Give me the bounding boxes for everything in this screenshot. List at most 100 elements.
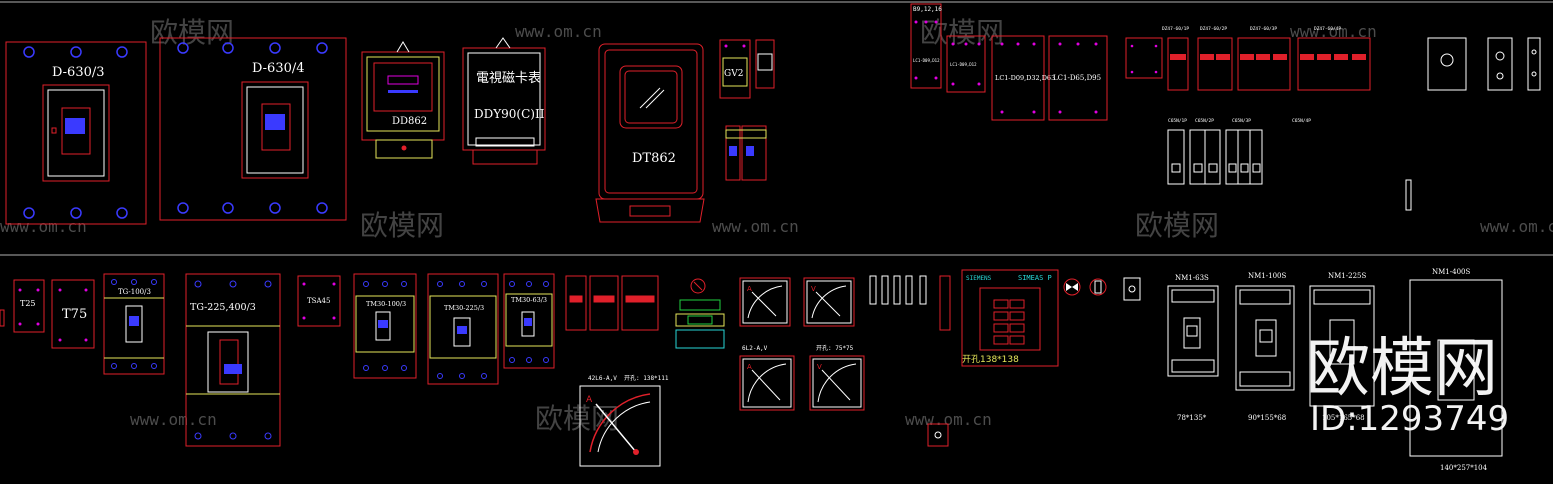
gauge-unit-v: V <box>811 285 816 293</box>
tg225-label: TG-225,400/3 <box>190 302 256 313</box>
small-indicator <box>1405 179 1412 211</box>
breaker-tg225: TG-225,400/3 <box>185 273 281 447</box>
dz47-label-2p: DZ47-60/2P <box>1200 26 1227 32</box>
nm1-400s-size: 140*257*104 <box>1440 464 1488 472</box>
gauge-small-a-top: A <box>739 277 791 327</box>
watermark-site: www.om.cn <box>712 217 799 236</box>
watermark-brand: 欧模网 <box>1135 209 1219 242</box>
tm30-225-label: TM30-225/3 <box>444 304 484 312</box>
small-switch-column <box>869 275 951 331</box>
contactor-small-label: B9,12,16 <box>913 6 942 13</box>
breaker-tg100: TG-100/3 <box>103 273 165 375</box>
watermark-site: www.om.cn <box>905 410 992 429</box>
dz47-label-3p: DZ47-60/3P <box>1250 26 1277 32</box>
watermark-site: www.om.cn <box>515 22 602 41</box>
watermark-site-layer: www.om.cn www.om.cn www.om.cn www.om.cn … <box>0 22 1553 429</box>
watermark-site: www.om.cn <box>1480 217 1553 236</box>
breaker-t25: T25 <box>0 279 45 333</box>
gauge-small-v-bottom: V 开孔: 75*75 <box>809 344 865 411</box>
nm1-63s-label: NM1-63S <box>1175 274 1209 282</box>
siemens-brand: SIEMENS <box>966 275 992 282</box>
frame-lines <box>0 1 1553 256</box>
meter-dd862: DD862 <box>361 41 445 159</box>
meter-dt862: DT862 <box>595 43 705 223</box>
contactor-small-stack: B9,12,16 LC1-D09,D12 <box>910 3 942 89</box>
t75-label: T75 <box>62 307 87 322</box>
siemens-meter: SIEMENS SIMEAS P 开孔138*138 <box>961 269 1059 367</box>
watermark-site: www.om.cn <box>1290 22 1377 41</box>
breaker-nm1-100s: NM1-100S 90*155*68 <box>1235 272 1295 422</box>
watermark-big-brand: 欧模网 <box>1306 332 1498 406</box>
watermark-big: 欧模网 ID:1293749 <box>1306 332 1509 439</box>
breaker-t75: T75 <box>51 279 95 349</box>
contactor-lc1-small-label: LC1-D09,D12 <box>950 62 977 67</box>
tm30-63-label: TM30-63/3 <box>511 296 547 304</box>
switch-d630-4-label: D-630/4 <box>252 61 305 76</box>
tg100-label: TG-100/3 <box>118 288 151 296</box>
breaker-tm30-100: TM30-100/3 <box>353 273 417 379</box>
gauge-42l6-size: 开孔: 138*111 <box>624 374 669 382</box>
c65n-label-2p: C65N/2P <box>1195 118 1214 124</box>
meter-card-ddy90-title: 電視磁卡表 <box>476 71 541 86</box>
c65n-label-4p: C65N/4P <box>1292 118 1311 124</box>
gauge-unit-v-2: V <box>817 363 822 371</box>
meter-card-ddy90-model: DDY90(C)II <box>474 107 545 121</box>
meter-card-ddy90: 電視磁卡表 DDY90(C)II <box>462 37 546 165</box>
watermark-site: www.om.cn <box>130 410 217 429</box>
pilot-lamps <box>927 277 1141 447</box>
contactor-lc1-small: LC1-D09,D12 <box>946 35 986 93</box>
contactor-lc1-d09-label: LC1-D09,D32,D63 <box>995 74 1055 82</box>
siemens-model: SIMEAS P <box>1018 274 1052 282</box>
c65n-label-3p: C65N/3P <box>1232 118 1251 124</box>
contactor-lc1-d65: LC1-D65,D95 <box>1048 35 1108 121</box>
terminal-accessory <box>675 278 725 349</box>
gauge-small-v-top: V <box>803 277 855 327</box>
meter-dt862-label: DT862 <box>632 151 676 166</box>
breaker-group-c65n <box>1167 129 1263 185</box>
t25-label: T25 <box>20 299 36 308</box>
breaker-tsa45: TSA45 <box>297 275 341 327</box>
watermark-site: www.om.cn <box>0 217 87 236</box>
gauge-unit-a: A <box>747 285 752 293</box>
watermark-brand: 欧模网 <box>360 209 444 242</box>
nm1-225s-size: 105*165*68 <box>1322 414 1365 422</box>
breaker-nm1-400s: NM1-400S 140*257*104 <box>1409 268 1503 472</box>
breaker-nm1-63s: NM1-63S 78*135* <box>1167 274 1219 422</box>
meter-dd862-label: DD862 <box>392 116 427 127</box>
aux-module <box>725 125 767 181</box>
breaker-tm30-225: TM30-225/3 <box>427 273 499 385</box>
gv2-label: GV2 <box>724 69 743 79</box>
nm1-100s-size: 90*155*68 <box>1248 414 1286 422</box>
nm1-63s-size: 78*135* <box>1177 414 1207 422</box>
din-breakers-small <box>565 275 659 331</box>
gauge-small-a-bottom: A 6L2-A,V <box>739 345 795 411</box>
switch-d630-3: D-630/3 <box>5 41 147 225</box>
gauge-42l6: A 42L6-A,V 开孔: 138*111 <box>579 374 669 467</box>
motor-breaker-gv2: GV2 <box>719 39 775 99</box>
tm30-100-label: TM30-100/3 <box>366 300 406 308</box>
dz47-label-4p: DZ47-60/4P <box>1314 26 1341 32</box>
c65n-labels: C65N/1P C65N/2P C65N/3P C65N/4P <box>1168 118 1311 124</box>
watermark-id: ID:1293749 <box>1310 399 1509 439</box>
gauge-6l2-label: 6L2-A,V <box>742 345 768 352</box>
nm1-400s-label: NM1-400S <box>1432 268 1470 276</box>
contactor-small-label-2: LC1-D09,D12 <box>913 58 940 63</box>
nm1-225s-label: NM1-225S <box>1328 272 1366 280</box>
switch-d630-3-label: D-630/3 <box>52 65 105 80</box>
contactor-lc1-d09: LC1-D09,D32,D63 <box>991 35 1055 121</box>
breaker-group-dz47: DZ47-60/1P DZ47-60/2P DZ47-60/3P DZ47-60… <box>1125 26 1371 91</box>
gauge-6l2-size: 开孔: 75*75 <box>816 344 854 352</box>
watermark-brand: 欧模网 <box>920 16 1004 49</box>
watermark-brand: 欧模网 <box>150 16 234 49</box>
c65n-label-1p: C65N/1P <box>1168 118 1187 124</box>
switch-d630-4: D-630/4 <box>159 37 347 221</box>
gauge-42l6-unit: A <box>586 395 593 405</box>
siemens-size: 开孔138*138 <box>962 354 1019 365</box>
contactor-lc1-d65-label: LC1-D65,D95 <box>1053 74 1101 82</box>
dz47-label-1p: DZ47-60/1P <box>1162 26 1189 32</box>
breaker-nm1-225s: NM1-225S 105*165*68 <box>1309 272 1375 422</box>
socket-group <box>1427 37 1541 91</box>
tsa45-label: TSA45 <box>307 297 330 305</box>
breaker-tm30-63: TM30-63/3 <box>503 273 555 369</box>
